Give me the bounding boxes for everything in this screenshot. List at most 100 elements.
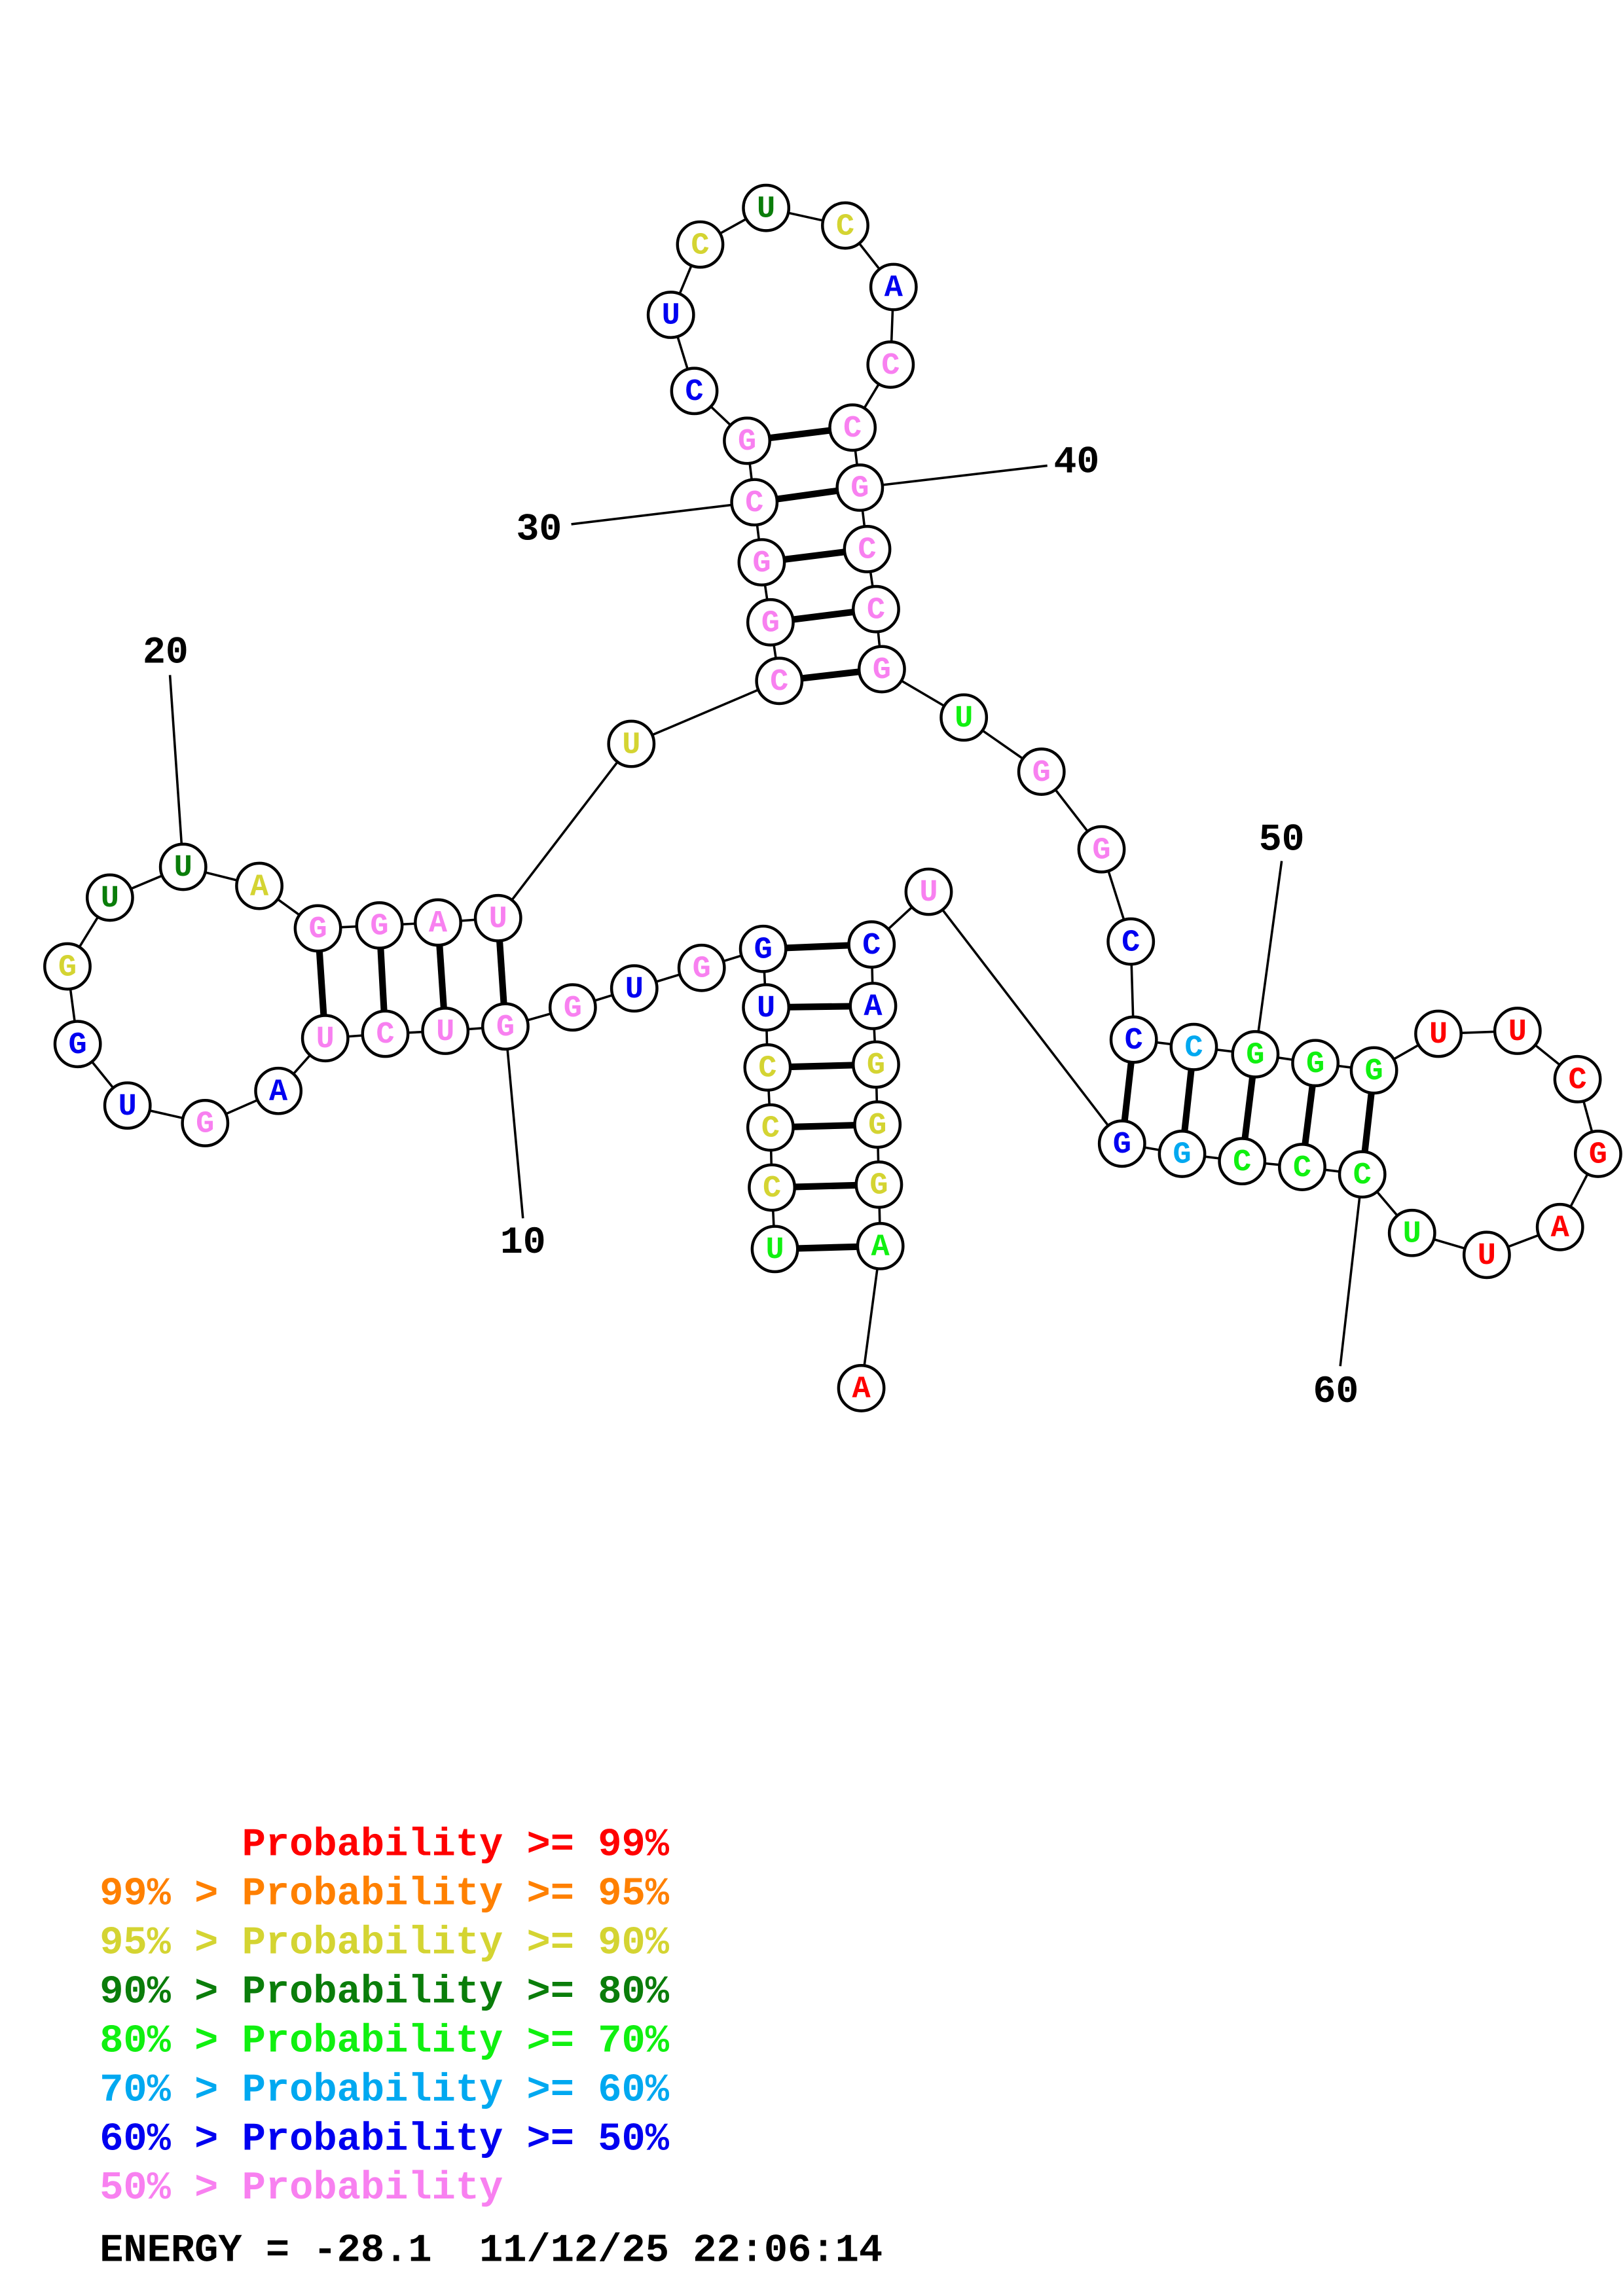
legend-row-blue: 60% > Probability >= 50% <box>100 2117 670 2162</box>
nucleotide-letter: U <box>662 299 680 334</box>
nucleotide-circle <box>1231 1030 1280 1079</box>
nucleotide-circle <box>1291 1039 1340 1088</box>
nucleotide-50: G <box>1231 1030 1280 1079</box>
nucleotide-43: G <box>857 645 906 694</box>
nucleotide-circle <box>743 1043 792 1092</box>
nucleotide-letter: G <box>1173 1138 1191 1173</box>
nucleotide-letter: U <box>101 882 119 916</box>
nucleotide-70: G <box>854 1160 903 1209</box>
nucleotide-6: G <box>739 924 788 973</box>
nucleotide-23: G <box>355 901 404 950</box>
nucleotide-26: U <box>607 719 656 768</box>
nucleotide-circle <box>904 867 953 916</box>
nucleotide-44: U <box>939 693 989 742</box>
position-tick-lines <box>168 464 1364 1367</box>
nucleotide-letter: U <box>1429 1018 1448 1052</box>
nucleotide-13: U <box>301 1014 350 1063</box>
nucleotide-30: C <box>730 478 779 527</box>
nucleotide-62: C <box>1218 1137 1267 1186</box>
nucleotide-57: A <box>1535 1202 1584 1251</box>
nucleotide-67: A <box>848 982 898 1030</box>
nucleotide-letter: G <box>754 933 773 967</box>
nucleotide-circle <box>421 1007 470 1055</box>
nucleotide-letter: G <box>1032 756 1051 791</box>
nucleotide-letter: G <box>370 910 388 944</box>
nucleotide-27: C <box>755 656 804 706</box>
nucleotide-64: G <box>1097 1119 1146 1168</box>
nucleotide-letter: C <box>376 1018 394 1052</box>
position-label-30: 30 <box>516 509 562 551</box>
legend-row-red: Probability >= 99% <box>100 1823 670 1868</box>
nucleotide-letter: G <box>564 992 582 1026</box>
nucleotide-letter: C <box>862 929 881 963</box>
nucleotide-letter: C <box>836 209 854 244</box>
nucleotide-letter: G <box>869 1169 888 1204</box>
nucleotide-63: G <box>1158 1130 1207 1178</box>
position-label-10: 10 <box>500 1222 546 1265</box>
nucleotide-circle <box>847 920 896 969</box>
nucleotide-3: C <box>746 1103 795 1152</box>
nucleotide-circle <box>676 220 725 269</box>
nucleotide-letter: C <box>1233 1145 1251 1180</box>
nucleotide-2: C <box>748 1163 797 1212</box>
position-labels: 10 20 30 40 50 60 <box>143 441 1359 1414</box>
nucleotide-9: G <box>548 983 597 1032</box>
nucleotide-34: C <box>676 220 725 269</box>
nucleotide-circle <box>856 1221 905 1270</box>
nucleotide-circle <box>43 942 92 991</box>
nucleotide-circle <box>1414 1009 1463 1058</box>
nucleotide-letter: A <box>250 870 269 905</box>
nucleotide-letter: G <box>308 912 327 947</box>
nucleotide-18: G <box>43 942 92 991</box>
nucleotide-circle <box>939 693 989 742</box>
nucleotide-circle <box>828 403 877 452</box>
nucleotide-10: G <box>481 1002 530 1051</box>
nucleotide-circle <box>866 340 915 389</box>
nucleotide-letter: C <box>685 375 703 410</box>
nucleotide-circle <box>852 584 900 634</box>
position-tick-line <box>860 464 1048 489</box>
nucleotide-58: U <box>1462 1230 1511 1280</box>
position-label-40: 40 <box>1054 441 1100 484</box>
nucleotide-61: C <box>1278 1143 1326 1191</box>
nucleotide-letter: G <box>1246 1039 1264 1073</box>
nucleotide-circle <box>739 924 788 973</box>
nucleotide-letter: G <box>752 547 771 581</box>
nucleotide-letter: G <box>1113 1128 1131 1162</box>
nucleotide-letter: G <box>1092 833 1110 868</box>
nucleotide-52: G <box>1349 1046 1398 1095</box>
nucleotide-circle <box>235 861 283 910</box>
nucleotide-45: G <box>1017 747 1066 796</box>
position-tick-line <box>571 501 755 526</box>
nucleotide-12: C <box>361 1009 410 1058</box>
nucleotide-letter: U <box>622 728 640 762</box>
nucleotide-letter: U <box>625 973 644 1007</box>
nucleotide-letter: U <box>955 702 973 736</box>
nucleotide-circle <box>181 1099 230 1147</box>
nucleotide-letter: C <box>1568 1064 1586 1098</box>
nucleotide-letter: G <box>873 653 891 688</box>
legend-row-yellow: 95% > Probability >= 90% <box>100 1921 670 1965</box>
nucleotide-letter: A <box>884 271 903 306</box>
nucleotide-letter: U <box>757 992 775 1026</box>
nucleotide-circle <box>1106 917 1156 966</box>
nucleotide-letter: C <box>691 228 709 263</box>
nucleotide-letter: C <box>1122 925 1140 960</box>
nucleotide-letter: G <box>1589 1138 1607 1173</box>
nucleotide-letter: C <box>758 1052 776 1086</box>
nucleotide-circle <box>293 904 342 953</box>
nucleotide-circle <box>755 656 804 706</box>
nucleotide-letter: C <box>1353 1158 1372 1193</box>
nucleotide-circle <box>1338 1150 1387 1199</box>
nucleotide-circle <box>748 1163 797 1212</box>
nucleotide-letter: G <box>867 1049 885 1083</box>
nucleotide-circle <box>1158 1130 1207 1178</box>
nucleotide-66: C <box>847 920 896 969</box>
nucleotide-53: U <box>1414 1009 1463 1058</box>
nucleotide-60: C <box>1338 1150 1387 1199</box>
nucleotide-letter: A <box>852 1372 871 1407</box>
nucleotide-circle <box>1169 1022 1218 1071</box>
nucleotide-68: G <box>852 1040 900 1089</box>
backbone-segment <box>497 743 632 919</box>
nucleotide-circle <box>1553 1054 1602 1103</box>
